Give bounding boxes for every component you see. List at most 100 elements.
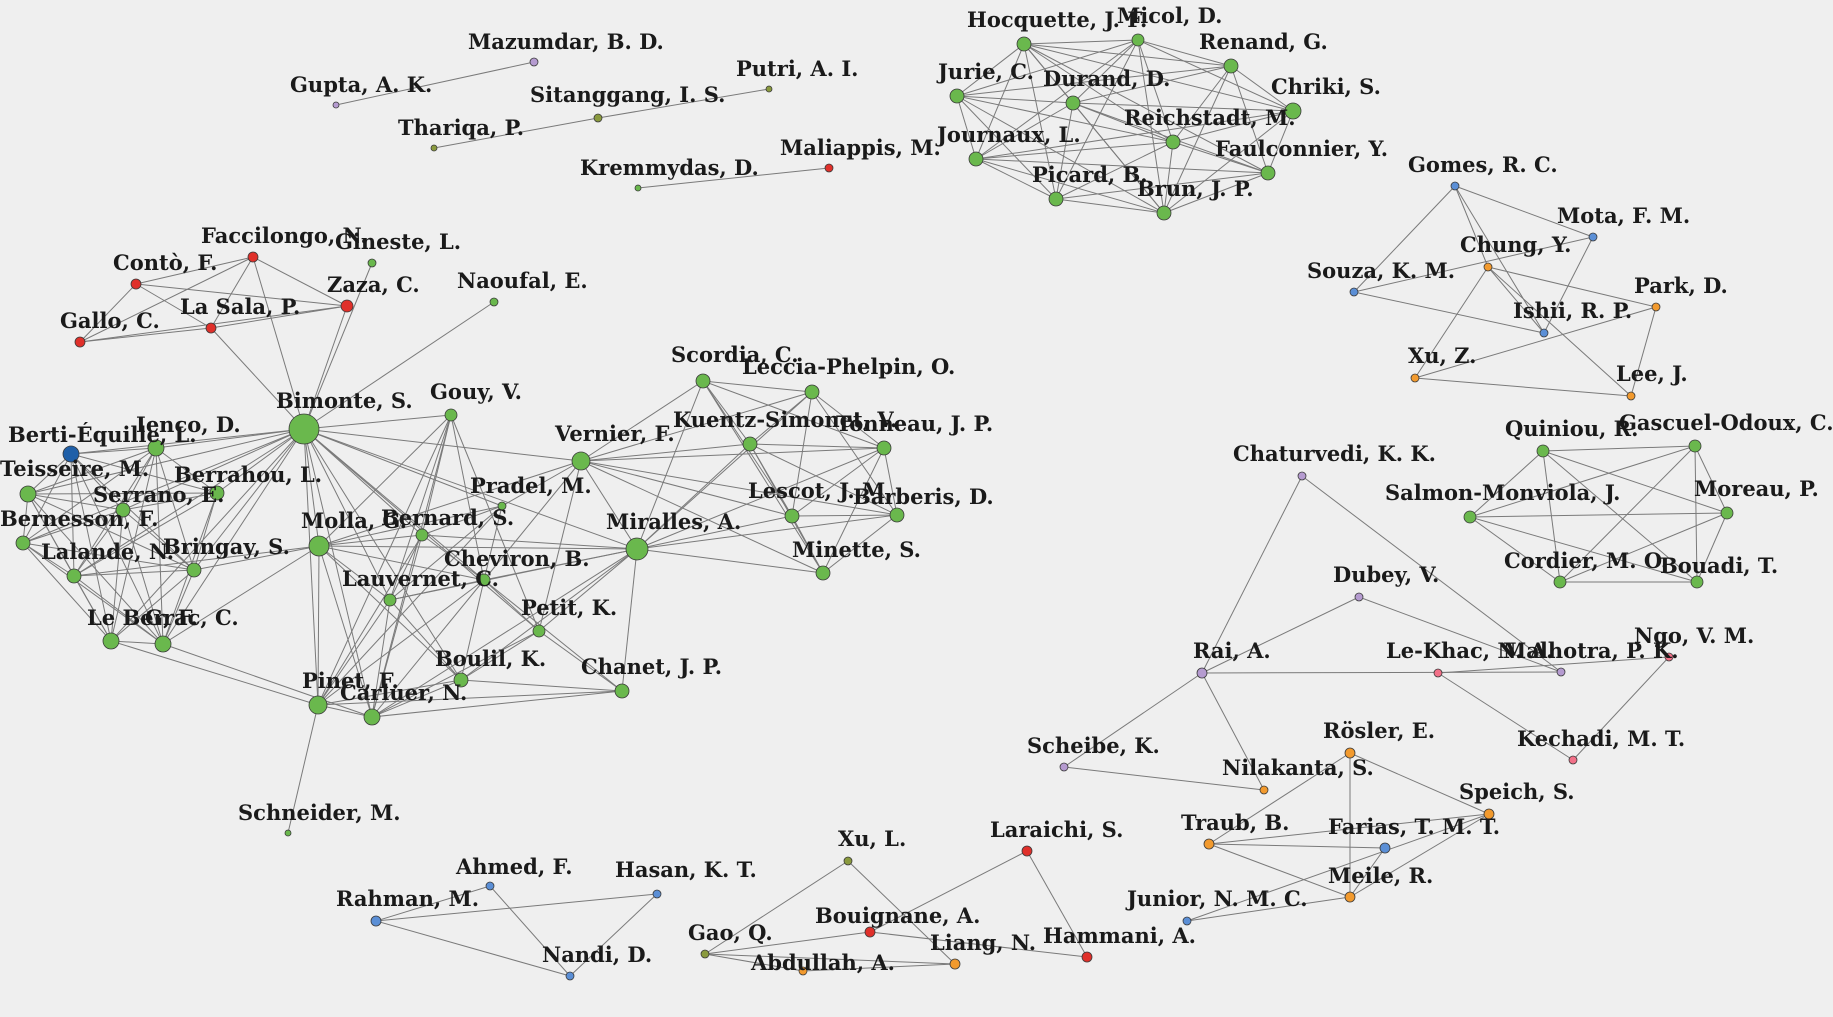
- node-abdullah[interactable]: [798, 966, 808, 976]
- node-mota[interactable]: [1588, 232, 1598, 242]
- node-gineste[interactable]: [367, 258, 377, 268]
- node-maliappis[interactable]: [824, 163, 834, 173]
- node-reichstadt[interactable]: [1165, 134, 1181, 150]
- node-hammani[interactable]: [1081, 951, 1093, 963]
- node-gallo[interactable]: [74, 336, 86, 348]
- node-faccilongo[interactable]: [247, 251, 259, 263]
- node-bringay[interactable]: [186, 562, 202, 578]
- node-lauvernet[interactable]: [383, 593, 397, 607]
- node-nandi[interactable]: [565, 971, 575, 981]
- node-faulconnier[interactable]: [1260, 165, 1276, 181]
- node-bernard[interactable]: [415, 528, 429, 542]
- node-laraichi[interactable]: [1021, 845, 1033, 857]
- node-barberis[interactable]: [889, 507, 905, 523]
- node-journaux[interactable]: [968, 151, 984, 167]
- node-lalande[interactable]: [66, 568, 82, 584]
- node-moreau[interactable]: [1720, 506, 1734, 520]
- node-rahman[interactable]: [370, 915, 382, 927]
- node-durand[interactable]: [1065, 95, 1081, 111]
- node-hocquette[interactable]: [1016, 36, 1032, 52]
- node-pradel[interactable]: [497, 501, 507, 511]
- node-malhotra[interactable]: [1556, 667, 1566, 677]
- node-tonneau[interactable]: [876, 440, 892, 456]
- node-thariqa[interactable]: [430, 144, 438, 152]
- node-vernier[interactable]: [571, 451, 591, 471]
- node-brun[interactable]: [1156, 205, 1172, 221]
- node-gomes[interactable]: [1450, 181, 1460, 191]
- node-boulil[interactable]: [453, 672, 469, 688]
- node-meile[interactable]: [1344, 891, 1356, 903]
- node-junior[interactable]: [1182, 916, 1192, 926]
- node-leccia[interactable]: [804, 384, 820, 400]
- node-kremmydas[interactable]: [634, 184, 642, 192]
- node-xul[interactable]: [843, 856, 853, 866]
- node-bouignane[interactable]: [864, 926, 876, 938]
- node-chung[interactable]: [1483, 262, 1493, 272]
- node-ngo[interactable]: [1664, 652, 1674, 662]
- node-gascuel[interactable]: [1688, 439, 1702, 453]
- node-jurie[interactable]: [949, 88, 965, 104]
- node-chriki[interactable]: [1284, 102, 1302, 120]
- node-gao[interactable]: [700, 949, 710, 959]
- node-putri[interactable]: [765, 85, 773, 93]
- node-pinet[interactable]: [308, 695, 328, 715]
- node-carluer[interactable]: [363, 708, 381, 726]
- node-schneider[interactable]: [284, 829, 292, 837]
- node-naoufal[interactable]: [489, 297, 499, 307]
- node-chaturvedi[interactable]: [1297, 471, 1307, 481]
- node-quiniou[interactable]: [1536, 444, 1550, 458]
- node-dubey[interactable]: [1354, 592, 1364, 602]
- node-micol[interactable]: [1131, 33, 1145, 47]
- node-ahmed[interactable]: [485, 881, 495, 891]
- node-rosler[interactable]: [1344, 747, 1356, 759]
- node-scheibe[interactable]: [1059, 762, 1069, 772]
- node-zaza[interactable]: [340, 299, 354, 313]
- node-bimonte[interactable]: [288, 413, 320, 445]
- node-nilakanta[interactable]: [1259, 785, 1269, 795]
- node-label-gao: Gao, Q.: [688, 920, 773, 945]
- node-conto[interactable]: [130, 278, 142, 290]
- node-gupta[interactable]: [332, 101, 340, 109]
- node-petit[interactable]: [532, 624, 546, 638]
- node-cheviron[interactable]: [477, 573, 491, 587]
- node-molla[interactable]: [308, 535, 330, 557]
- node-kuentz[interactable]: [742, 436, 758, 452]
- node-serrano[interactable]: [115, 502, 131, 518]
- node-lee[interactable]: [1626, 391, 1636, 401]
- node-leber[interactable]: [102, 632, 120, 650]
- node-speich[interactable]: [1483, 808, 1495, 820]
- node-bernesson[interactable]: [15, 535, 31, 551]
- node-lekhac[interactable]: [1433, 668, 1443, 678]
- node-lescot[interactable]: [784, 508, 800, 524]
- node-scordia[interactable]: [695, 373, 711, 389]
- node-farias[interactable]: [1379, 842, 1391, 854]
- node-bouadi[interactable]: [1690, 575, 1704, 589]
- node-minette[interactable]: [815, 565, 831, 581]
- node-berrahou[interactable]: [209, 485, 225, 501]
- node-rai[interactable]: [1196, 667, 1208, 679]
- node-mazumdar[interactable]: [529, 57, 539, 67]
- node-salmon[interactable]: [1463, 510, 1477, 524]
- node-cordier[interactable]: [1553, 575, 1567, 589]
- node-hasan[interactable]: [652, 889, 662, 899]
- node-sitanggang[interactable]: [593, 113, 603, 123]
- node-liang[interactable]: [949, 958, 961, 970]
- node-chanet[interactable]: [614, 683, 630, 699]
- node-gouy[interactable]: [444, 408, 458, 422]
- node-jenco[interactable]: [147, 439, 165, 457]
- node-souza[interactable]: [1349, 287, 1359, 297]
- node-renand[interactable]: [1223, 58, 1239, 74]
- node-lasala[interactable]: [205, 322, 217, 334]
- node-miralles[interactable]: [625, 537, 649, 561]
- node-teisseire[interactable]: [19, 485, 37, 503]
- node-berti[interactable]: [62, 445, 80, 463]
- node-xuz[interactable]: [1410, 373, 1420, 383]
- edge-micol-reichstadt: [1137, 39, 1174, 143]
- node-grac[interactable]: [154, 635, 172, 653]
- node-traub[interactable]: [1203, 838, 1215, 850]
- node-kechadi[interactable]: [1568, 755, 1578, 765]
- node-ishii[interactable]: [1539, 328, 1549, 338]
- node-park[interactable]: [1651, 302, 1661, 312]
- node-picard[interactable]: [1048, 191, 1064, 207]
- edge-gineste-bimonte: [303, 262, 373, 430]
